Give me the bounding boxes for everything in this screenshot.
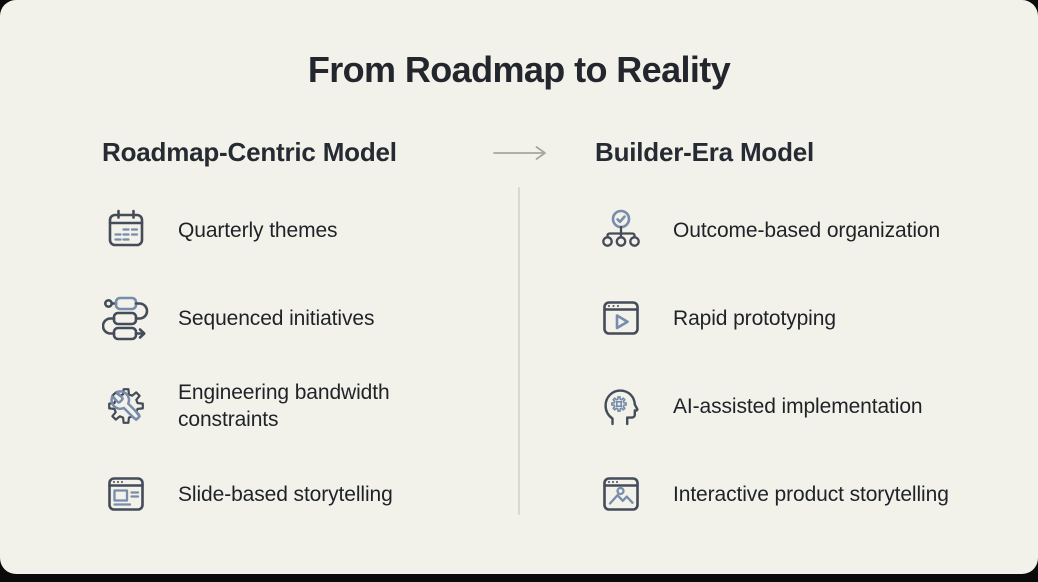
list-item: Sequenced initiatives [100,274,512,362]
item-label: Sequenced initiatives [178,306,375,330]
right-arrow-icon [492,144,548,162]
slide-window-icon [100,468,152,520]
window-image-icon [595,468,647,520]
org-chart-check-icon [595,204,647,256]
list-item: Interactive product storytelling [595,450,1031,538]
head-gear-icon [595,380,647,432]
list-item: AI-assisted implementation [595,362,1031,450]
list-item: Quarterly themes [100,186,512,274]
left-column: Quarterly themes Sequenced initiatives [100,186,512,538]
item-label: Rapid prototyping [673,306,836,330]
list-item: Outcome-based organization [595,186,1031,274]
column-divider [518,187,520,515]
item-label: AI-assisted implementation [673,394,923,418]
item-label: Slide-based storytelling [178,482,393,506]
list-item: Engineering bandwidth constraints [100,362,512,450]
right-column-header: Builder-Era Model [595,137,815,167]
item-label: Interactive product storytelling [673,482,949,506]
window-play-icon [595,292,647,344]
item-label: Quarterly themes [178,218,338,242]
item-label: Outcome-based organization [673,218,941,242]
list-item: Rapid prototyping [595,274,1031,362]
page-title: From Roadmap to Reality [307,49,731,90]
list-item: Slide-based storytelling [100,450,512,538]
right-column: Outcome-based organization Rapid prototy… [595,186,1031,538]
sequence-flow-icon [100,292,152,344]
item-label: Engineering bandwidth constraints [178,381,390,431]
left-column-header: Roadmap-Centric Model [102,137,397,167]
calendar-icon [100,204,152,256]
gear-wrench-icon [100,380,152,432]
